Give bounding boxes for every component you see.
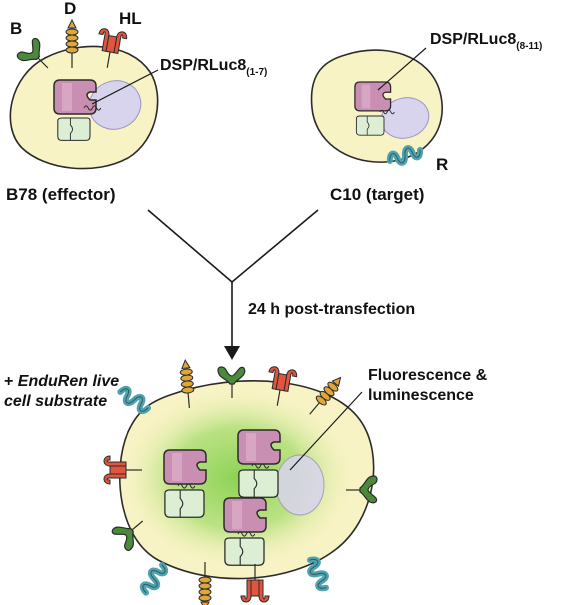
substrate-label-line1: + EnduRen live bbox=[4, 373, 119, 390]
effector-construct-pointer bbox=[91, 69, 159, 105]
effector-construct-label: DSP/RLuc8(1-7) bbox=[160, 57, 267, 78]
label-d: D bbox=[64, 0, 76, 18]
readout-pointer bbox=[289, 391, 363, 471]
target-cell bbox=[310, 47, 443, 167]
final-receptor-r-icon bbox=[117, 387, 151, 413]
final-receptor-r3-icon bbox=[305, 557, 331, 591]
combined-nucleus bbox=[275, 454, 325, 516]
target-construct-main: DSP/RLuc8 bbox=[430, 31, 516, 48]
label-r: R bbox=[436, 155, 448, 174]
readout-label-line1: Fluorescence & bbox=[368, 367, 488, 384]
target-construct-label: DSP/RLuc8(8-11) bbox=[430, 31, 542, 52]
target-construct-pointer bbox=[377, 47, 427, 91]
label-b: B bbox=[10, 19, 22, 38]
converge-arrow bbox=[147, 209, 319, 360]
effector-construct-main: DSP/RLuc8 bbox=[160, 57, 246, 74]
glow bbox=[118, 386, 358, 570]
combined-cell bbox=[103, 358, 378, 605]
target-rluc-piece bbox=[355, 115, 385, 136]
complex-2 bbox=[237, 429, 281, 498]
effector-rluc-piece bbox=[57, 117, 91, 141]
substrate-italic: EnduRen live bbox=[18, 373, 119, 390]
step-label: 24 h post-transfection bbox=[248, 301, 415, 318]
substrate-prefix: + bbox=[4, 373, 18, 390]
effector-cell bbox=[9, 19, 159, 170]
complex-3 bbox=[223, 497, 267, 566]
effector-cell-label: B78 (effector) bbox=[6, 185, 116, 204]
label-hl: HL bbox=[119, 9, 142, 28]
effector-construct-sub: (1-7) bbox=[246, 67, 267, 78]
substrate-label-line2: cell substrate bbox=[4, 393, 107, 410]
target-construct-sub: (8-11) bbox=[516, 41, 542, 52]
readout-label-line2: luminescence bbox=[368, 387, 474, 404]
complex-1 bbox=[163, 449, 207, 518]
target-cell-label: C10 (target) bbox=[330, 185, 424, 204]
final-receptor-r2-icon bbox=[141, 562, 167, 596]
